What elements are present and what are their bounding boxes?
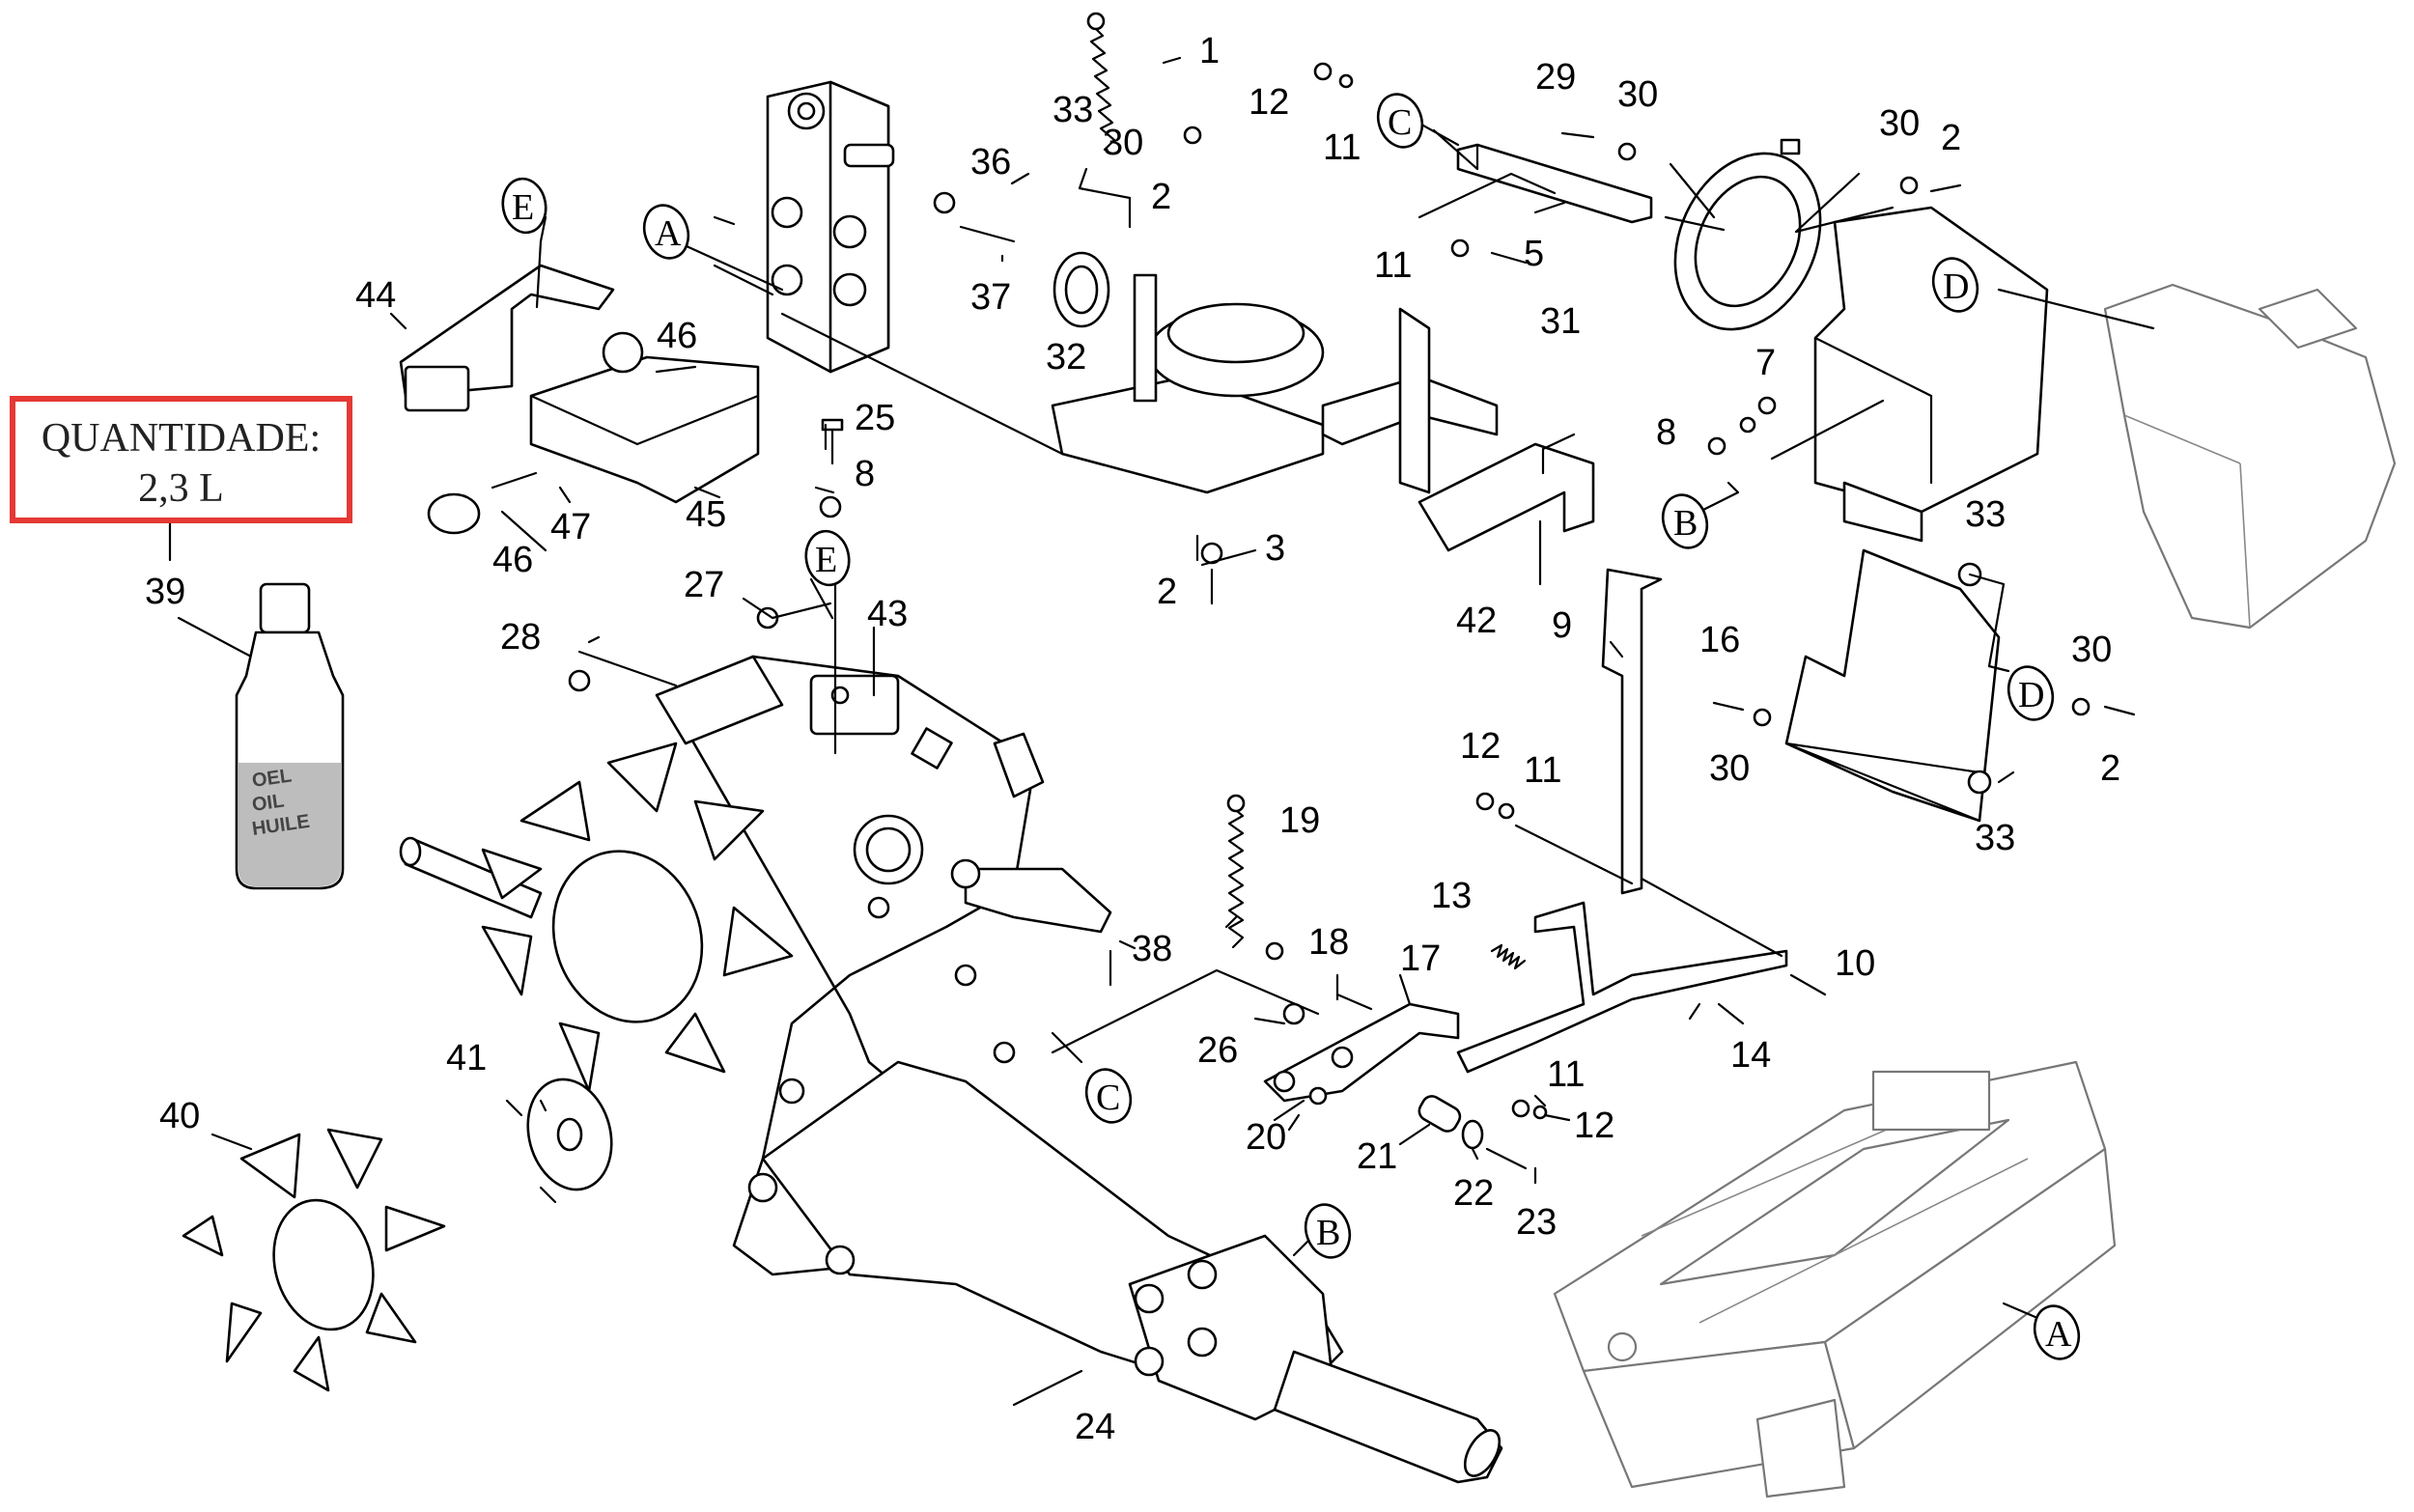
callout-11d: 11 [1547,1054,1585,1095]
callout-29: 29 [1535,57,1576,98]
callout-40: 40 [159,1096,200,1136]
callout-9: 9 [1552,605,1572,646]
callout-2d: 2 [2100,748,2120,789]
callout-12c: 12 [1574,1106,1614,1146]
callout-8b: 8 [1656,412,1676,453]
callout-33b: 33 [1965,494,2006,535]
ref-label-e-lower: E [815,540,837,580]
callout-30d: 30 [2071,630,2112,670]
ref-label-d-lower: D [2018,675,2044,715]
callout-30a: 30 [1103,123,1143,163]
mounting-plate [1051,251,1325,494]
callout-46b: 46 [492,540,533,580]
cover-plate [1784,548,2001,823]
spring-1 [1086,12,1202,152]
callout-20: 20 [1246,1117,1286,1158]
callout-33a: 33 [1053,90,1093,130]
bracket-45 [427,331,760,535]
callout-7: 7 [1755,343,1776,383]
part-callouts: 1 2 2 2 2 3 5 7 8 8 9 10 11 11 11 11 12 … [145,31,2120,1447]
callout-8a: 8 [855,454,875,494]
callout-11c: 11 [1524,750,1561,791]
link-plate [1263,1002,1462,1133]
callout-19: 19 [1279,800,1320,841]
ref-label-b-upper: B [1673,503,1698,544]
fan-40 [182,1128,446,1392]
callout-24: 24 [1075,1407,1115,1447]
callout-2b: 2 [1941,118,1961,158]
callout-16: 16 [1699,620,1740,660]
callout-41: 41 [446,1038,487,1078]
callout-25: 25 [855,398,895,438]
callout-2a: 2 [1151,177,1171,217]
ref-label-b-lower: B [1316,1213,1340,1253]
quantity-value: 2,3 L [138,466,224,511]
ref-label-a-frame: A [2045,1314,2072,1355]
callout-42: 42 [1456,601,1497,641]
lever-9 [1601,568,1663,895]
callout-31: 31 [1540,301,1581,342]
bottle-label-line2: OIL [251,791,286,816]
callout-30b: 30 [1617,74,1658,115]
callout-47: 47 [550,507,591,547]
spring-19 [1226,794,1284,961]
callout-17: 17 [1400,938,1441,979]
quantity-box: QUANTIDADE: 2,3 L [10,396,352,523]
callout-37: 37 [970,277,1011,318]
callout-21: 21 [1357,1136,1397,1177]
callout-30c: 30 [1879,103,1920,144]
chassis-frame-ghost [1553,1060,2117,1498]
callout-1: 1 [1199,31,1220,71]
fan-assembly [481,742,794,1093]
reference-circles: A A B B C C D D E E [501,93,2081,1360]
callout-36: 36 [970,142,1011,182]
callout-23: 23 [1516,1202,1557,1243]
panel-bracket-ghost [2103,283,2397,630]
callout-5: 5 [1524,234,1544,274]
ref-label-d-upper: D [1943,266,1969,307]
quantity-title: QUANTIDADE: [41,416,322,461]
callout-11a: 11 [1323,127,1361,168]
control-rod-14 [1456,901,1788,1074]
callout-44: 44 [355,275,396,316]
ref-label-a-valve: A [655,213,682,254]
fasteners [568,62,2136,1407]
callout-12b: 12 [1460,726,1501,767]
callout-12a: 12 [1249,82,1289,123]
callout-11b: 11 [1374,245,1412,286]
callout-46a: 46 [657,316,697,356]
leader-lines [168,56,2155,1320]
callout-3: 3 [1265,528,1285,569]
callout-38: 38 [1132,929,1172,969]
callout-30e: 30 [1709,748,1750,789]
spring-13 [1490,943,1527,970]
bracket-44 [399,264,615,412]
callout-32: 32 [1046,337,1086,378]
callout-27: 27 [684,565,724,605]
callout-13: 13 [1431,876,1472,916]
callout-39: 39 [145,572,185,612]
callout-28: 28 [500,617,541,658]
ref-label-c-lower: C [1096,1078,1120,1118]
callout-45: 45 [686,494,726,535]
callout-18: 18 [1308,922,1349,963]
oil-bottle: OEL OIL HUILE [235,582,345,890]
transaxle-housing [655,655,1503,1484]
callout-22: 22 [1453,1173,1494,1214]
callout-26: 26 [1197,1030,1238,1071]
ref-label-e-upper: E [512,187,534,228]
callout-33c: 33 [1975,818,2015,858]
u-bracket [1321,307,1595,586]
callout-14: 14 [1730,1035,1771,1076]
callout-10: 10 [1835,943,1875,984]
ref-label-c-upper: C [1388,102,1412,143]
callout-2c: 2 [1157,572,1177,612]
side-bracket [1813,206,2049,543]
rubber-bellows [1673,138,1822,331]
callout-43: 43 [867,594,908,634]
hydraulic-valve [713,80,895,374]
fan-hub-41 [505,1078,613,1204]
